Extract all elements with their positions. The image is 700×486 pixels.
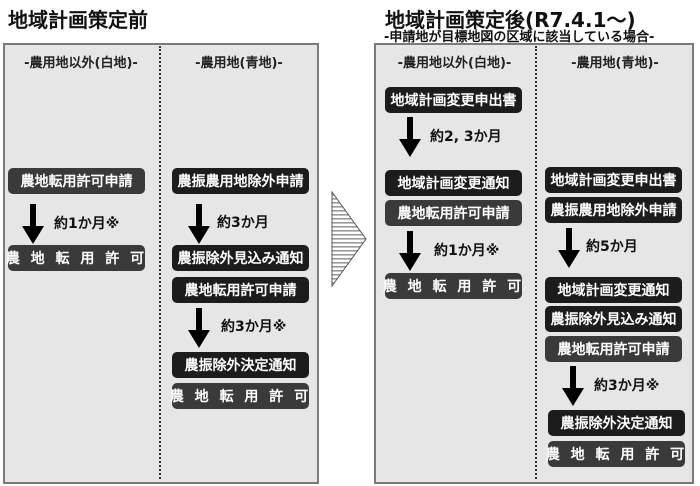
flow-step: 農振除外決定通知: [172, 352, 309, 378]
flow-step: 農 地 転 用 許 可: [6, 245, 145, 271]
flow-step: 農 地 転 用 許 可: [546, 441, 685, 467]
flow-step: 農振農用地除外申請: [545, 197, 682, 223]
duration-label: 約1か月※: [54, 216, 120, 232]
after-column-divider: [535, 46, 537, 479]
down-arrow-icon: [188, 204, 210, 244]
flow-step: 農地転用許可申請: [8, 168, 145, 194]
flow-step: 農地転用許可申請: [172, 277, 309, 303]
duration-label: 約5か月: [586, 239, 638, 255]
before-title: 地域計画策定前: [8, 8, 148, 32]
down-arrow-icon: [558, 228, 580, 268]
flow-step: 地域計画変更通知: [385, 170, 522, 196]
flow-step: 農地転用許可申請: [385, 200, 522, 226]
before-col1-header: -農用地以外(白地)-: [24, 56, 138, 71]
duration-label: 約3か月※: [221, 319, 287, 335]
flow-step: 農 地 転 用 許 可: [383, 273, 522, 299]
before-col2-header: -農用地(青地)-: [195, 56, 283, 71]
flow-step: 農 地 転 用 許 可: [170, 383, 309, 409]
after-col1-header: -農用地以外(白地)-: [397, 56, 512, 71]
duration-label: 約3か月※: [594, 378, 660, 394]
flow-step: 農振除外決定通知: [548, 410, 685, 436]
after-title: 地域計画策定後(R7.4.1～): [385, 8, 636, 32]
after-col2-header: -農用地(青地)-: [571, 56, 659, 71]
down-arrow-icon: [399, 117, 421, 157]
duration-label: 約3か月: [217, 215, 269, 231]
flow-step: 農振除外見込み通知: [545, 306, 682, 332]
flow-step: 農地転用許可申請: [545, 336, 682, 362]
down-arrow-icon: [399, 231, 421, 271]
after-subtitle: -申請地が目標地図の区域に該当している場合-: [384, 30, 655, 45]
flow-step: 地域計画変更申出書: [385, 87, 522, 113]
down-arrow-icon: [562, 366, 584, 406]
before-column-divider: [159, 46, 161, 479]
duration-label: 約1か月※: [434, 243, 500, 259]
down-arrow-icon: [22, 204, 44, 244]
hatched-chevron-right-icon: [331, 190, 367, 288]
duration-label: 約2, 3か月: [430, 129, 502, 145]
flow-step: 地域計画変更通知: [545, 277, 682, 303]
down-arrow-icon: [188, 308, 210, 348]
flow-step: 農振農用地除外申請: [172, 168, 309, 194]
flow-step: 地域計画変更申出書: [545, 167, 682, 193]
flow-step: 農振除外見込み通知: [172, 245, 309, 271]
